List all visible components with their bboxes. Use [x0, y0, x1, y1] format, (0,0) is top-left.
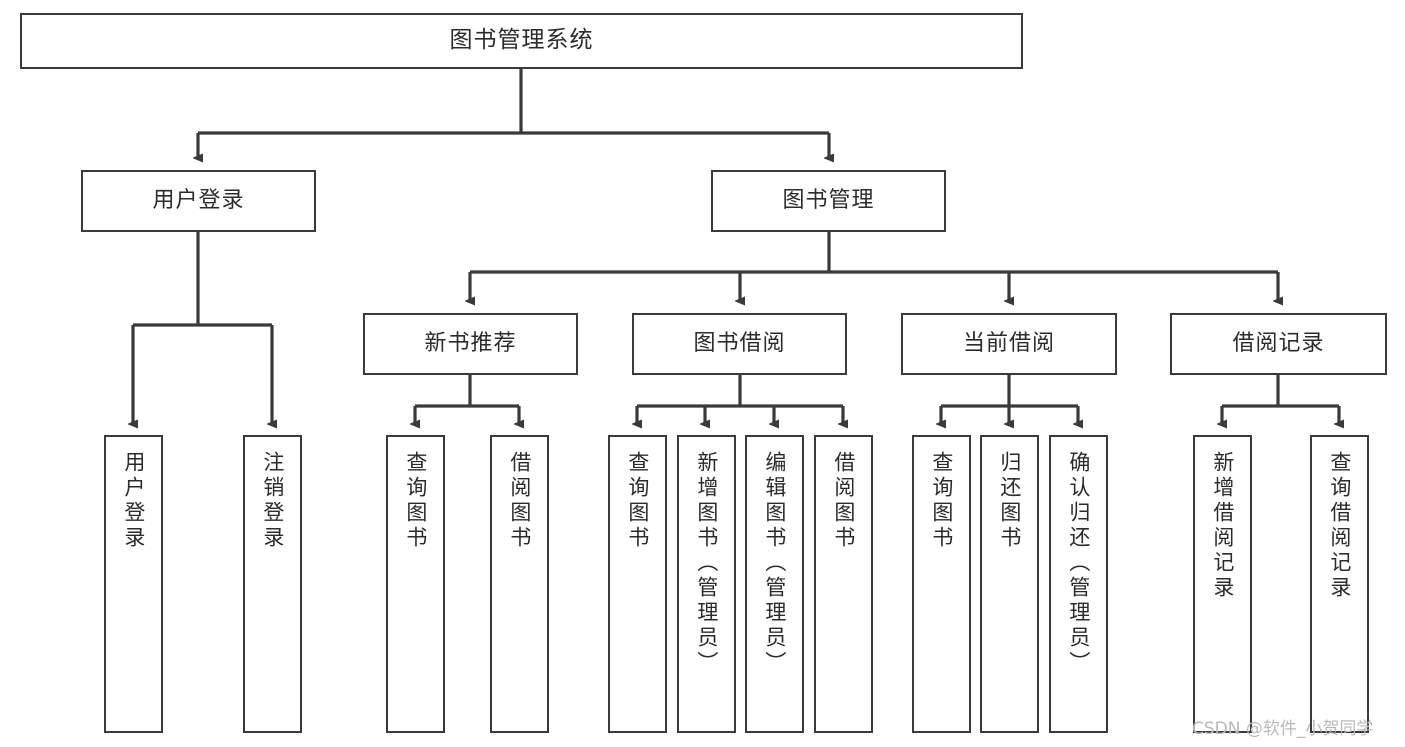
node-label: 新增图书（管理员）: [694, 451, 719, 676]
leaf-user-login[interactable]: 用户登录: [104, 435, 163, 733]
node-current-borrow[interactable]: 当前借阅: [901, 313, 1117, 375]
node-book-borrow[interactable]: 图书借阅: [632, 313, 847, 375]
node-label: 借阅记录: [1232, 331, 1325, 357]
node-root-system[interactable]: 图书管理系统: [20, 13, 1023, 69]
leaf-edit-book-admin[interactable]: 编辑图书（管理员）: [745, 435, 804, 733]
leaf-add-borrow-record[interactable]: 新增借阅记录: [1193, 435, 1252, 733]
leaf-borrow-book[interactable]: 借阅图书: [814, 435, 873, 733]
node-label: 归还图书: [997, 451, 1022, 551]
node-user-login[interactable]: 用户登录: [81, 170, 316, 232]
node-label: 图书管理: [782, 188, 875, 214]
node-label: 当前借阅: [962, 331, 1055, 357]
csdn-watermark: CSDN @软件_小贺同学: [1192, 719, 1374, 739]
node-book-management[interactable]: 图书管理: [711, 170, 946, 232]
node-label: 用户登录: [121, 451, 146, 551]
leaf-query-book-borrow[interactable]: 查询图书: [608, 435, 667, 733]
leaf-query-borrow-record[interactable]: 查询借阅记录: [1310, 435, 1369, 733]
node-label: 确认归还（管理员）: [1066, 451, 1091, 676]
node-label: 新书推荐: [424, 331, 517, 357]
leaf-add-book-admin[interactable]: 新增图书（管理员）: [677, 435, 736, 733]
leaf-confirm-return-admin[interactable]: 确认归还（管理员）: [1049, 435, 1108, 733]
leaf-return-book[interactable]: 归还图书: [980, 435, 1039, 733]
node-label: 借阅图书: [507, 451, 532, 551]
node-label: 查询图书: [403, 451, 428, 551]
node-label: 借阅图书: [831, 451, 856, 551]
leaf-logout[interactable]: 注销登录: [243, 435, 302, 733]
node-label: 图书管理系统: [449, 27, 594, 54]
node-label: 查询借阅记录: [1327, 451, 1352, 601]
leaf-borrow-book-recommend[interactable]: 借阅图书: [490, 435, 549, 733]
leaf-query-book-recommend[interactable]: 查询图书: [386, 435, 445, 733]
leaf-query-book-current[interactable]: 查询图书: [912, 435, 971, 733]
node-label: 用户登录: [152, 188, 245, 214]
node-label: 查询图书: [625, 451, 650, 551]
node-label: 查询图书: [929, 451, 954, 551]
node-label: 编辑图书（管理员）: [762, 451, 787, 676]
node-label: 图书借阅: [693, 331, 786, 357]
node-borrow-record[interactable]: 借阅记录: [1170, 313, 1387, 375]
node-label: 注销登录: [260, 451, 285, 551]
node-label: 新增借阅记录: [1210, 451, 1235, 601]
node-new-book-recommend[interactable]: 新书推荐: [363, 313, 578, 375]
